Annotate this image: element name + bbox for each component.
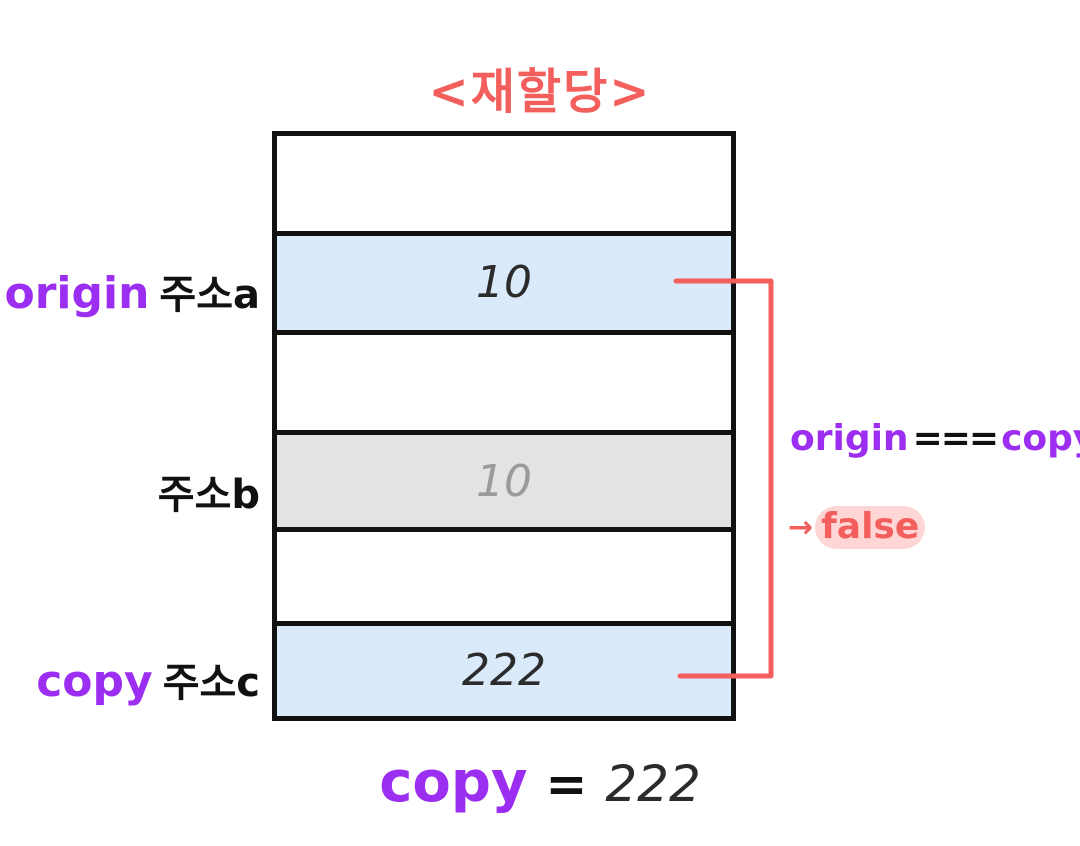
comparison-expression: origin===copy bbox=[790, 418, 1080, 459]
diagram-title: <재할당> bbox=[428, 64, 652, 120]
memory-cell-address-b-value: 10 bbox=[476, 455, 532, 507]
assignment-value: 222 bbox=[605, 755, 701, 813]
memory-cell-1 bbox=[277, 136, 731, 237]
memory-cell-address-c-value: 222 bbox=[462, 645, 546, 697]
variable-origin-label: origin bbox=[4, 268, 150, 319]
comparison-left: origin bbox=[790, 418, 909, 459]
memory-cell-address-a: 10 bbox=[277, 236, 731, 335]
assignment-equals: = bbox=[545, 755, 588, 813]
memory-cell-address-b: 10 bbox=[277, 434, 731, 533]
comparison-operator: === bbox=[912, 418, 999, 459]
memory-cell-address-a-value: 10 bbox=[476, 257, 532, 309]
comparison-right: copy bbox=[1001, 418, 1080, 459]
assignment-expression: copy = 222 bbox=[0, 750, 1080, 815]
address-b-label: 주소b bbox=[157, 472, 260, 518]
memory-cell-3 bbox=[277, 334, 731, 435]
result-false-badge: false bbox=[815, 506, 926, 549]
memory-cell-address-c: 222 bbox=[277, 625, 731, 716]
memory-table: 10 10 222 bbox=[272, 131, 736, 721]
label-address-c: copy 주소c bbox=[36, 650, 260, 708]
assignment-variable: copy bbox=[379, 750, 528, 815]
variable-copy-label: copy bbox=[36, 656, 153, 707]
label-address-a: origin 주소a bbox=[4, 262, 260, 320]
memory-cell-5 bbox=[277, 532, 731, 626]
address-c-label: 주소c bbox=[162, 660, 260, 706]
label-address-b: 주소b bbox=[148, 462, 260, 520]
arrow-right-icon: → bbox=[788, 510, 814, 545]
comparison-result: → false bbox=[788, 506, 926, 549]
address-a-label: 주소a bbox=[159, 272, 260, 318]
